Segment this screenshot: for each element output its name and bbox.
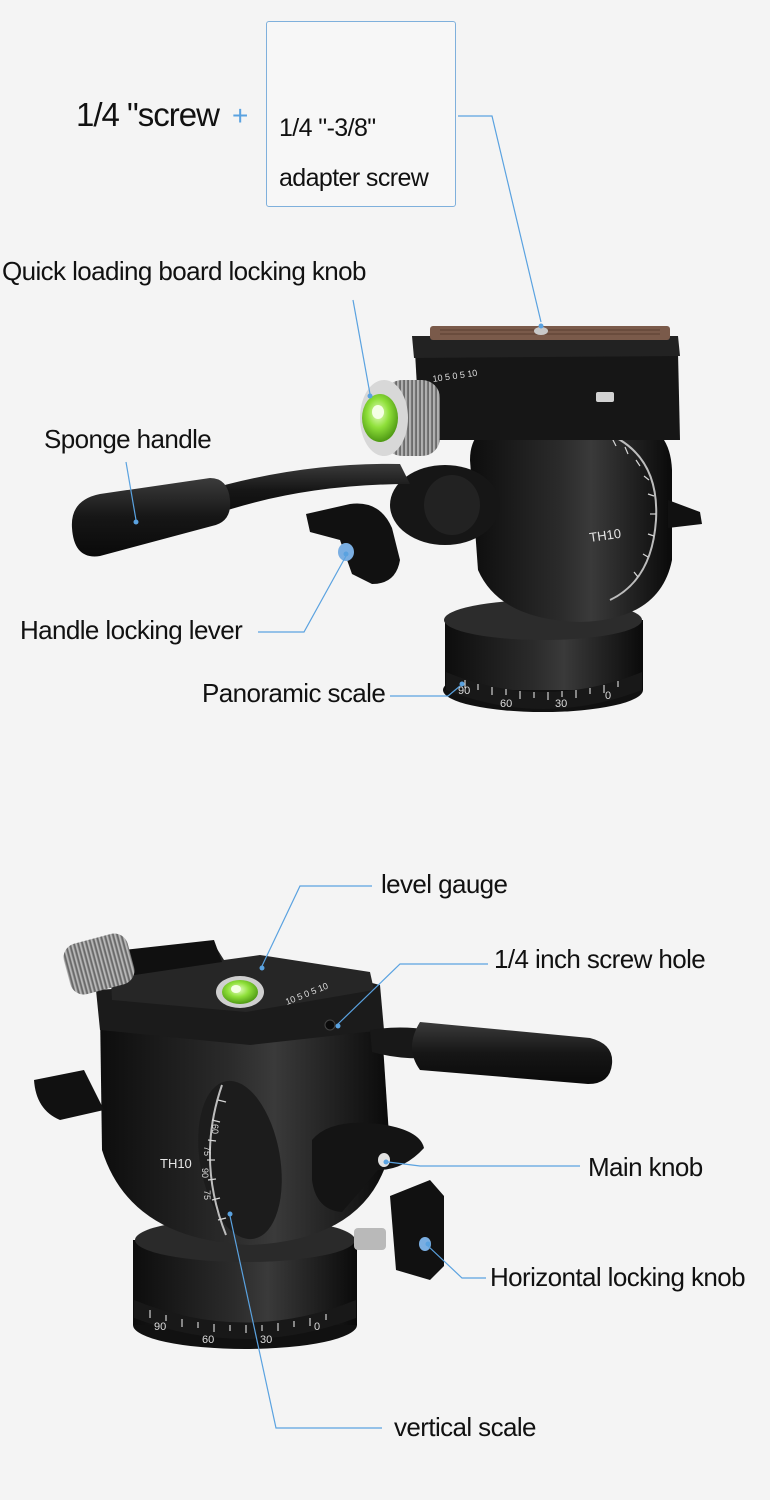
adapter-line1: 1/4 "-3/8": [279, 114, 376, 142]
pan-tick-0: 0: [605, 690, 611, 702]
vert-tick-75: 75: [202, 1146, 212, 1156]
vert-tick-75b: 75: [202, 1190, 212, 1200]
pan-tick-90-b: 90: [154, 1321, 166, 1333]
adapter-line2: adapter screw: [279, 164, 429, 192]
callout-dots: [133, 323, 544, 1247]
plus-sign: +: [232, 100, 249, 131]
pan-tick-60: 60: [500, 698, 512, 710]
model-label-top: TH10: [588, 526, 622, 545]
model-label-bottom: TH10: [160, 1156, 192, 1171]
pan-tick-30-b: 30: [260, 1334, 272, 1346]
label-horizontal-locking-knob: Horizontal locking knob: [490, 1262, 746, 1292]
vert-tick-90: 90: [200, 1168, 210, 1178]
label-vertical-scale: vertical scale: [394, 1412, 536, 1442]
pan-tick-30: 30: [555, 698, 567, 710]
label-panoramic-scale: Panoramic scale: [202, 678, 386, 708]
pan-tick-90: 90: [458, 685, 470, 697]
label-sponge-handle: Sponge handle: [44, 424, 212, 454]
label-quick-loading-knob: Quick loading board locking knob: [2, 256, 366, 286]
screw-label: 1/4 "screw: [76, 96, 220, 133]
vert-tick-60: 60: [210, 1124, 220, 1134]
pan-tick-0-b: 0: [314, 1321, 320, 1333]
fluid-head-bottom-image: 90 60 30 0 60 75 90 75 TH10: [34, 933, 613, 1349]
callout-lines: [125, 115, 580, 1429]
label-screw-hole: 1/4 inch screw hole: [494, 944, 706, 974]
fluid-head-top-image: 10 5 0 5 10 TH10 90 60 30 0: [71, 326, 702, 712]
label-main-knob: Main knob: [588, 1152, 703, 1182]
label-level-gauge: level gauge: [381, 869, 508, 899]
pan-tick-60-b: 60: [202, 1334, 214, 1346]
adapter-screw-box: 1/4 "-3/8" adapter screw: [266, 21, 456, 207]
label-handle-locking-lever: Handle locking lever: [20, 615, 243, 645]
